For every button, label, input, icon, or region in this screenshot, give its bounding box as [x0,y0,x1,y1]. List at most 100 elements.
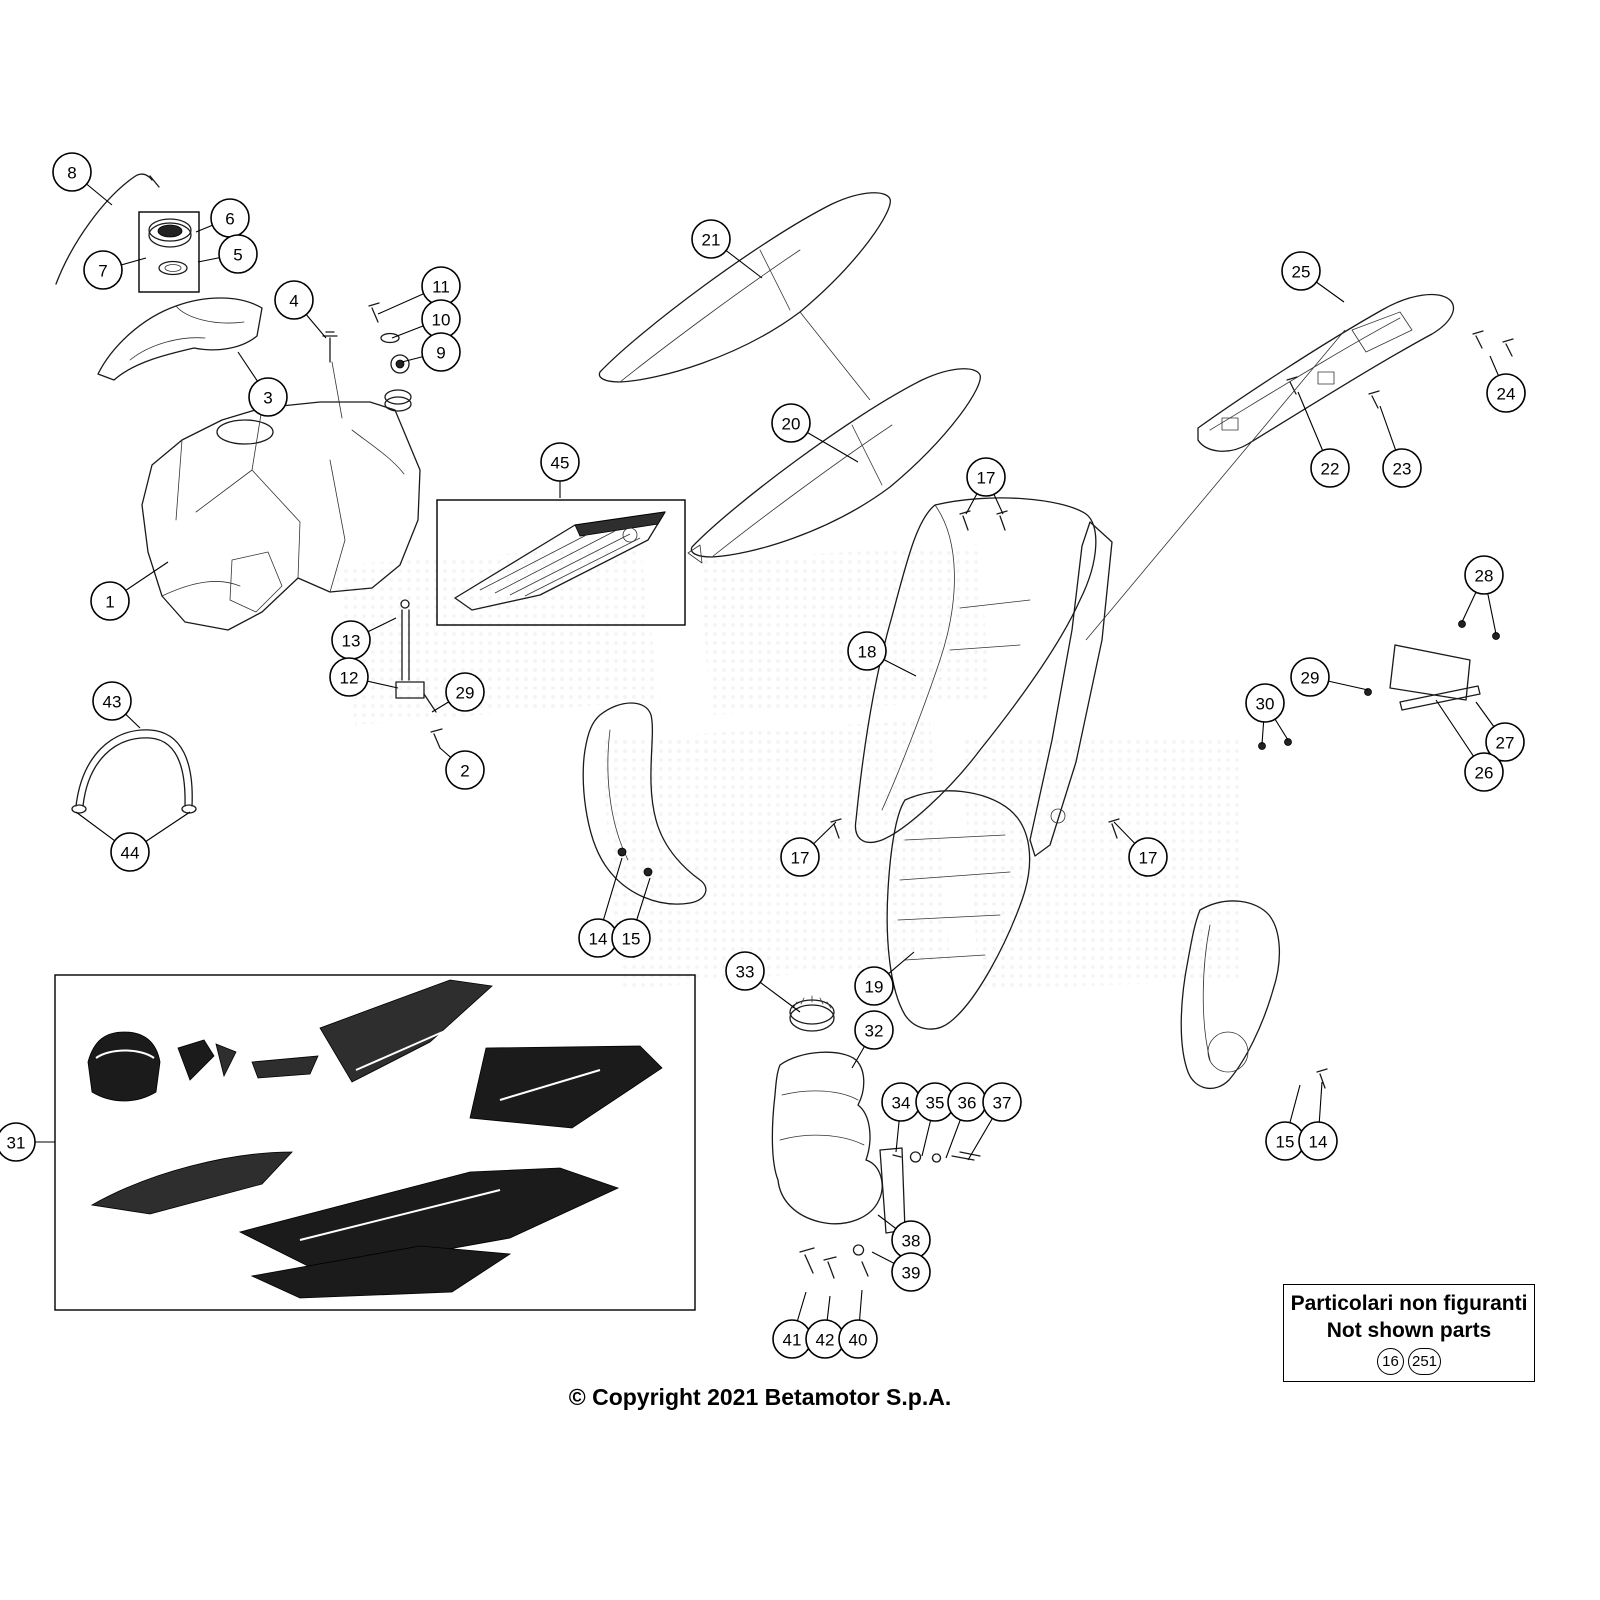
petcock [395,599,443,749]
callout-15[interactable]: 15 [1265,1084,1305,1161]
svg-text:6: 6 [225,210,234,229]
svg-text:1: 1 [105,593,114,612]
callout-34[interactable]: 34 [881,1082,921,1153]
callout-17[interactable]: 17 [965,457,1006,515]
reference-lines [799,311,1346,641]
callout-15[interactable]: 15 [611,877,651,958]
svg-text:5: 5 [233,246,242,265]
callout-25[interactable]: 25 [1281,251,1345,303]
svg-text:10: 10 [432,311,451,330]
callout-33[interactable]: 33 [725,951,801,1013]
callout-10[interactable]: 10 [391,299,461,339]
rear-fender [1197,293,1514,452]
svg-text:33: 33 [736,963,755,982]
copyright-text: © Copyright 2021 Betamotor S.p.A. [568,1384,952,1410]
not-shown-part-16[interactable]: 16 [1376,1348,1404,1375]
svg-text:12: 12 [340,669,359,688]
callout-4[interactable]: 4 [274,280,327,339]
callout-13[interactable]: 13 [331,617,397,660]
callout-21[interactable]: 21 [691,219,763,279]
seat-graphic [436,499,686,626]
svg-text:17: 17 [977,469,996,488]
svg-text:21: 21 [702,231,721,250]
callout-31[interactable]: 31 [0,1122,55,1162]
not-shown-line-en: Not shown parts [1326,1319,1492,1342]
callout-6[interactable]: 6 [195,198,250,238]
callout-9[interactable]: 9 [401,332,461,372]
svg-text:27: 27 [1496,734,1515,753]
callout-17[interactable]: 17 [1113,821,1168,877]
callout-8[interactable]: 8 [52,152,113,206]
callout-44[interactable]: 44 [75,811,191,872]
callout-24[interactable]: 24 [1486,355,1526,413]
callout-39[interactable]: 39 [871,1251,931,1292]
svg-text:15: 15 [1276,1133,1295,1152]
svg-text:2: 2 [460,762,469,781]
fuel-hose [71,729,197,814]
callout-17[interactable]: 17 [780,821,837,877]
svg-text:18: 18 [858,643,877,662]
screw-4 [322,331,343,419]
callout-18[interactable]: 18 [847,631,917,677]
callout-3[interactable]: 3 [237,351,288,417]
callout-43[interactable]: 43 [92,681,141,729]
fuel-cap-assembly [138,211,200,293]
callout-1[interactable]: 1 [90,561,169,621]
not-shown-part-251[interactable]: 251 [1407,1348,1442,1375]
svg-text:15: 15 [622,930,641,949]
svg-text:24: 24 [1497,385,1516,404]
callout-19[interactable]: 19 [854,951,915,1006]
callout-36[interactable]: 36 [945,1082,987,1159]
svg-text:4: 4 [289,292,298,311]
svg-text:30: 30 [1256,695,1275,714]
callout-45[interactable]: 45 [540,442,580,498]
svg-text:14: 14 [589,930,608,949]
svg-text:7: 7 [98,262,107,281]
svg-text:35: 35 [926,1094,945,1113]
callout-37[interactable]: 37 [967,1082,1022,1161]
callout-7[interactable]: 7 [83,250,147,290]
svg-text:17: 17 [791,849,810,868]
callout-29[interactable]: 29 [1290,657,1369,697]
callout-22[interactable]: 22 [1297,391,1350,488]
callout-20[interactable]: 20 [771,403,859,463]
callout-12[interactable]: 12 [329,657,399,697]
svg-text:3: 3 [263,389,272,408]
seat-tall [598,192,891,383]
callout-40[interactable]: 40 [838,1289,878,1359]
svg-text:20: 20 [782,415,801,434]
svg-text:22: 22 [1321,460,1340,479]
svg-text:19: 19 [865,978,884,997]
callout-41[interactable]: 41 [772,1291,812,1359]
callout-28[interactable]: 28 [1461,555,1504,635]
callout-5[interactable]: 5 [197,234,258,274]
svg-text:43: 43 [103,693,122,712]
callout-27[interactable]: 27 [1475,701,1525,762]
callout-14[interactable]: 14 [1298,1081,1338,1161]
vent-hose [55,173,160,285]
svg-text:29: 29 [1301,669,1320,688]
callout-29[interactable]: 29 [431,672,485,713]
callout-26[interactable]: 26 [1435,699,1504,792]
callout-38[interactable]: 38 [877,1214,931,1260]
svg-text:13: 13 [342,632,361,651]
callout-2[interactable]: 2 [439,747,485,790]
svg-text:34: 34 [892,1094,911,1113]
side-panel-lower [886,790,1031,1030]
svg-text:39: 39 [902,1264,921,1283]
callout-30[interactable]: 30 [1245,683,1289,745]
not-shown-line-it: Particolari non figuranti [1290,1292,1528,1315]
svg-text:23: 23 [1393,460,1412,479]
svg-text:31: 31 [7,1134,26,1153]
callout-42[interactable]: 42 [805,1295,845,1359]
callout-23[interactable]: 23 [1379,405,1422,488]
fastener-stack [368,302,410,374]
callout-32[interactable]: 32 [851,1010,894,1069]
decal-box [54,974,696,1311]
side-panel-left [854,497,1113,857]
callout-35[interactable]: 35 [915,1082,955,1157]
svg-text:36: 36 [958,1094,977,1113]
svg-text:11: 11 [432,278,450,297]
